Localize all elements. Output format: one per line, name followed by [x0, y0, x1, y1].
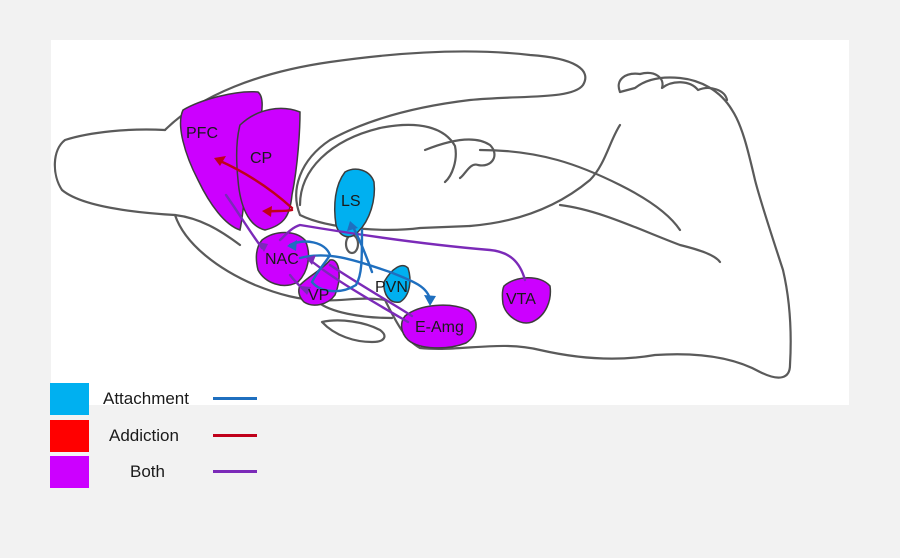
connection-pfc-nac: [224, 193, 264, 250]
legend-swatch-addiction: [50, 420, 89, 452]
legend-line-addiction: [213, 434, 257, 437]
anterior-commissure: [344, 233, 360, 255]
legend-row-attachment: Attachment: [50, 383, 310, 415]
legend-line-both: [213, 470, 257, 473]
arrowhead-nac-red: [262, 206, 272, 217]
label-vta: VTA: [506, 291, 536, 308]
arrowheads: [214, 156, 436, 306]
legend-row-addiction: Addiction: [50, 420, 310, 452]
arrowhead-nac-purple: [306, 255, 316, 265]
cerebellum-outline: [617, 71, 729, 102]
legend-row-both: Both: [50, 456, 310, 488]
arrowhead-nac-blue: [287, 240, 297, 251]
legend-line-attachment: [213, 397, 257, 400]
label-pvn: PVN: [375, 279, 408, 296]
cortex-outline: [163, 50, 587, 231]
legend-label-both: Both: [130, 462, 165, 481]
arrowhead-nac-from-pfc: [258, 242, 268, 252]
label-nac: NAC: [265, 251, 299, 268]
arrowhead-vp: [300, 286, 311, 295]
legend-swatch-both: [50, 456, 89, 488]
region-pvn: [383, 264, 411, 303]
legend-label-addiction: Addiction: [109, 426, 179, 445]
connection-nac-pvn: [298, 254, 432, 302]
hypothalamus-outline: [320, 319, 386, 344]
brain-diagram: PFC CP LS NAC VP PVN VTA E-Amg: [53, 50, 792, 379]
hippocampus-outline: [423, 138, 496, 180]
ventral-lower-outline: [316, 300, 394, 320]
arrowhead-pfc: [214, 156, 226, 166]
region-labels: PFC CP LS NAC VP PVN VTA E-Amg: [186, 125, 536, 336]
connection-ls-nac: [288, 228, 364, 293]
connection-eamg-nac: [308, 258, 410, 324]
olfactory-bulb-outline: [53, 128, 242, 247]
brainstem-line: [558, 203, 722, 264]
connection-vta-nac: [278, 223, 527, 282]
label-ls: LS: [341, 193, 361, 210]
legend-label-attachment: Attachment: [103, 389, 189, 408]
connection-cp-pfc: [216, 158, 294, 210]
label-vp: VP: [308, 287, 329, 304]
diagram-panel: PFC CP LS NAC VP PVN VTA E-Amg: [51, 40, 849, 405]
midbrain-line: [468, 123, 622, 228]
region-e-amg: [400, 304, 477, 349]
corpus-callosum: [298, 123, 457, 207]
connection-vp-eamg: [328, 263, 414, 318]
region-vta: [501, 277, 552, 324]
legend-swatch-attachment: [50, 383, 89, 415]
arrowhead-ls: [347, 221, 358, 231]
regions: [179, 91, 552, 349]
thalamus-line: [478, 148, 682, 232]
label-e-amg: E-Amg: [415, 319, 464, 336]
arrowhead-eamg: [424, 295, 436, 306]
label-pfc: PFC: [186, 125, 218, 142]
region-ls: [333, 168, 376, 238]
label-cp: CP: [250, 150, 272, 167]
